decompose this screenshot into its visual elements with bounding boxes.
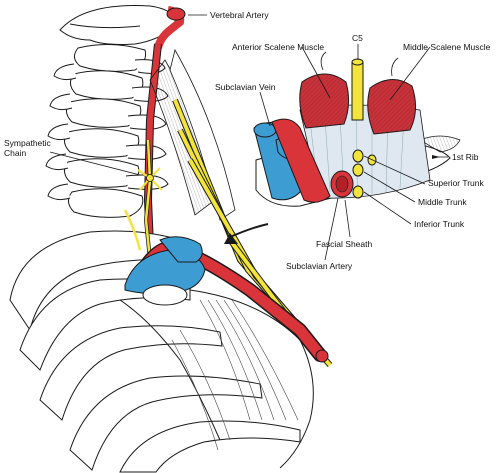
label-fascial-sheath: Fascial Sheath — [316, 239, 373, 249]
inset-detail — [253, 51, 461, 207]
pectoral-fibers — [171, 299, 299, 451]
neck-scalene-muscles — [149, 48, 236, 221]
subclavian-vein-main — [124, 236, 206, 306]
label-sympathetic-chain-line1: Sympathetic — [4, 138, 51, 148]
label-anterior-scalene-muscle: Anterior Scalene Muscle — [232, 42, 325, 52]
label-subclavian-artery: Subclavian Artery — [286, 261, 353, 271]
label-first-rib: 1st Rib — [452, 152, 479, 162]
label-subclavian-vein: Subclavian Vein — [215, 82, 276, 92]
pointer-arrow — [227, 223, 269, 239]
cervical-spine — [45, 5, 176, 218]
label-inferior-trunk: Inferior Trunk — [414, 219, 465, 229]
pointer-arrowhead — [224, 233, 238, 244]
nerve-trunks-inset-shape — [352, 149, 377, 199]
label-vertebral-artery: Vertebral Artery — [210, 10, 269, 20]
label-sympathetic-chain-line2: Chain — [4, 148, 27, 158]
label-middle-trunk: Middle Trunk — [418, 197, 467, 207]
label-middle-scalene-muscle: Middle Scalene Muscle — [403, 42, 491, 52]
c5-root-shape — [351, 61, 364, 121]
label-superior-trunk: Superior Trunk — [428, 178, 484, 188]
label-c5: C5 — [352, 33, 363, 43]
sympathetic-chain-nerves — [123, 139, 163, 261]
leader-lines — [49, 14, 448, 261]
subclavian-artery-inset-shape — [271, 118, 354, 203]
